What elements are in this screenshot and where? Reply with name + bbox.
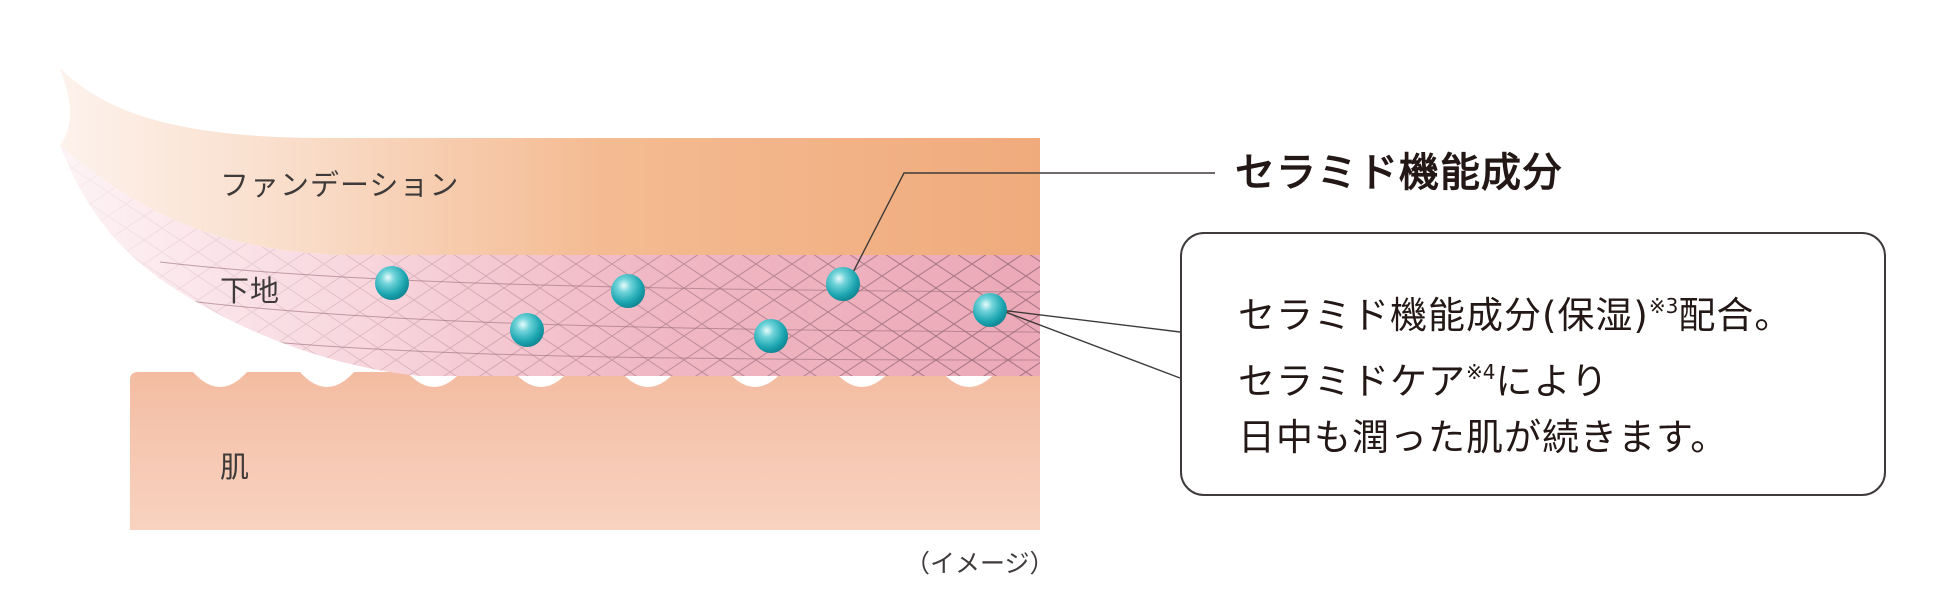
base-label: 下地 bbox=[220, 274, 281, 308]
foundation-label: ファンデーション bbox=[220, 168, 460, 202]
ceramide-sphere-icon bbox=[754, 319, 788, 353]
callout-line-3: 日中も潤った肌が続きます。 bbox=[1238, 416, 1729, 459]
callout-line-2-text: セラミドケア bbox=[1238, 360, 1466, 403]
skin-label: 肌 bbox=[220, 450, 251, 484]
ceramide-sphere-icon bbox=[826, 267, 860, 301]
callout-line-1-suffix: 配合。 bbox=[1678, 294, 1793, 337]
ceramide-sphere-icon bbox=[973, 293, 1007, 327]
skin-layer bbox=[130, 372, 1040, 530]
ingredient-leader-line bbox=[846, 172, 1215, 285]
callout-text: セラミド機能成分(保湿)※3配合。 セラミドケア※4により 日中も潤った肌が続き… bbox=[1238, 278, 1792, 466]
callout-box: セラミド機能成分(保湿)※3配合。 セラミドケア※4により 日中も潤った肌が続き… bbox=[1180, 232, 1886, 496]
image-caption: （イメージ） bbox=[905, 549, 1055, 578]
callout-line-2: セラミドケア※4により bbox=[1238, 344, 1792, 410]
ceramide-sphere-icon bbox=[375, 266, 409, 300]
ingredient-title: セラミド機能成分 bbox=[1235, 150, 1563, 196]
callout-line-2-suffix: により bbox=[1495, 360, 1609, 403]
callout-line-1-text: セラミド機能成分(保湿) bbox=[1238, 294, 1649, 337]
callout-line-1: セラミド機能成分(保湿)※3配合。 bbox=[1238, 278, 1792, 344]
footnote-mark-3: ※3 bbox=[1648, 294, 1679, 318]
ceramide-sphere-icon bbox=[510, 313, 544, 347]
ceramide-particles bbox=[375, 266, 1007, 353]
foundation-layer bbox=[60, 68, 1040, 255]
footnote-mark-4: ※4 bbox=[1466, 360, 1496, 384]
ceramide-sphere-icon bbox=[611, 274, 645, 308]
